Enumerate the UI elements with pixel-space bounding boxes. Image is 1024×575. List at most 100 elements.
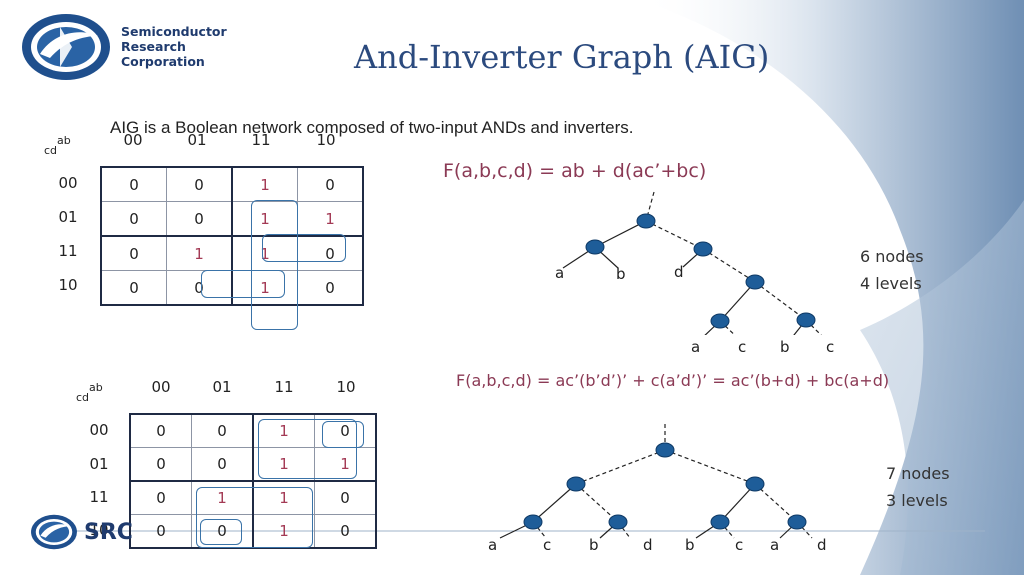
graph1-and-node bbox=[745, 274, 765, 290]
graph1-level-count: 4 levels bbox=[860, 274, 922, 293]
graph2-and-node bbox=[787, 514, 807, 530]
org-line-1: Semiconductor bbox=[121, 24, 227, 39]
kmap2-col-header: 10 bbox=[336, 378, 356, 396]
src-logo-icon bbox=[22, 14, 110, 80]
kmap2-ab-label: ab bbox=[89, 381, 103, 394]
kmap2-cell: 1 bbox=[252, 514, 315, 549]
kmap2-cell: 1 bbox=[252, 480, 315, 515]
footer-org-short: SRC bbox=[84, 520, 133, 545]
kmap2-cell: 1 bbox=[314, 447, 377, 482]
kmap1-cell: 1 bbox=[166, 235, 233, 271]
graph1-leaf-label: b bbox=[616, 265, 626, 283]
kmap2-cell: 0 bbox=[191, 514, 254, 549]
graph2-and-node bbox=[745, 476, 765, 492]
kmap2-cell: 1 bbox=[252, 413, 315, 448]
kmap1-col-header: 01 bbox=[187, 131, 207, 149]
graph2-and-node bbox=[710, 514, 730, 530]
kmap1-cell: 0 bbox=[166, 201, 233, 237]
graph2-level-count: 3 levels bbox=[886, 491, 948, 510]
kmap1-cd-label: cd bbox=[44, 144, 58, 157]
kmap2-row-header: 10 bbox=[89, 521, 109, 539]
footer-logo-icon bbox=[31, 514, 77, 550]
kmap2-cell: 0 bbox=[314, 514, 377, 549]
kmap2-cell: 0 bbox=[129, 480, 192, 515]
kmap1-row-header: 01 bbox=[58, 208, 78, 226]
kmap1-cell: 0 bbox=[100, 235, 167, 271]
graph2-leaf-label: d bbox=[817, 536, 827, 554]
graph2-leaf-label: a bbox=[770, 536, 780, 554]
kmap2-cell: 1 bbox=[252, 447, 315, 482]
graph1-node-count: 6 nodes bbox=[860, 247, 924, 266]
kmap2-cell: 0 bbox=[191, 413, 254, 448]
org-line-3: Corporation bbox=[121, 54, 205, 69]
graph2-node-count: 7 nodes bbox=[886, 464, 950, 483]
kmap1-cell: 0 bbox=[100, 201, 167, 237]
kmap1-cell: 1 bbox=[231, 270, 298, 306]
graph2-and-node bbox=[655, 442, 675, 458]
kmap2-cell: 0 bbox=[314, 480, 377, 515]
graph2-and-node bbox=[608, 514, 628, 530]
kmap2-row-header: 01 bbox=[89, 455, 109, 473]
kmap1-cell: 0 bbox=[297, 235, 364, 271]
kmap2-cell: 0 bbox=[314, 413, 377, 448]
graph1-and-node bbox=[693, 241, 713, 257]
kmap1-cell: 1 bbox=[231, 235, 298, 271]
kmap1-cell: 0 bbox=[166, 270, 233, 306]
org-name: Semiconductor Research Corporation bbox=[121, 24, 227, 69]
graph2-leaf-label: a bbox=[488, 536, 498, 554]
kmap1-cell: 0 bbox=[166, 166, 233, 202]
graph1-equation: F(a,b,c,d) = ab + d(ac’+bc) bbox=[443, 160, 707, 182]
graph1-leaf-label: a bbox=[691, 338, 701, 356]
kmap2-cell: 0 bbox=[191, 447, 254, 482]
graph2-equation: F(a,b,c,d) = ac’(b’d’)’ + c(a’d’)’ = ac’… bbox=[456, 371, 890, 390]
graph1-and-node bbox=[796, 312, 816, 328]
graph1-aig-diagram bbox=[562, 191, 822, 335]
kmap2-table: 0 0 1 0 0 0 1 1 0 1 1 0 0 0 1 0 bbox=[129, 413, 377, 549]
kmap1-ab-label: ab bbox=[57, 134, 71, 147]
graph2-leaf-label: c bbox=[543, 536, 552, 554]
graph2-and-node bbox=[523, 514, 543, 530]
page-subtitle: AIG is a Boolean network composed of two… bbox=[110, 118, 634, 137]
graph1-leaf-label: b bbox=[780, 338, 790, 356]
graph1-leaf-label: c bbox=[738, 338, 747, 356]
kmap1-cell: 1 bbox=[297, 201, 364, 237]
kmap1-cell: 1 bbox=[231, 166, 298, 202]
graph1-stats: 6 nodes 4 levels bbox=[860, 243, 924, 297]
graph2-leaf-label: c bbox=[735, 536, 744, 554]
kmap1-col-header: 11 bbox=[251, 131, 271, 149]
graph1-leaf-label: c bbox=[826, 338, 835, 356]
kmap1-row-header: 11 bbox=[58, 242, 78, 260]
kmap1-table: 0 0 1 0 0 0 1 1 0 1 1 0 0 0 1 0 bbox=[100, 166, 364, 306]
kmap1-row-header: 10 bbox=[58, 276, 78, 294]
graph1-and-node bbox=[636, 213, 656, 229]
kmap2-row-header: 11 bbox=[89, 488, 109, 506]
kmap2-cell: 0 bbox=[129, 413, 192, 448]
kmap2-cell: 1 bbox=[191, 480, 254, 515]
kmap1-col-header: 00 bbox=[123, 131, 143, 149]
kmap1-cell: 0 bbox=[100, 166, 167, 202]
graph2-leaf-label: b bbox=[685, 536, 695, 554]
kmap2-col-header: 01 bbox=[212, 378, 232, 396]
kmap1-col-header: 10 bbox=[316, 131, 336, 149]
graph1-leaf-label: d bbox=[674, 263, 684, 281]
graph2-aig-diagram bbox=[499, 424, 813, 539]
kmap2-row-header: 00 bbox=[89, 421, 109, 439]
graph2-stats: 7 nodes 3 levels bbox=[886, 460, 950, 514]
kmap1-cell: 0 bbox=[297, 270, 364, 306]
kmap2-col-header: 11 bbox=[274, 378, 294, 396]
graph1-and-node bbox=[585, 239, 605, 255]
kmap1-row-header: 00 bbox=[58, 174, 78, 192]
graph2-and-node bbox=[566, 476, 586, 492]
kmap1-cell: 1 bbox=[231, 201, 298, 237]
kmap2-col-header: 00 bbox=[151, 378, 171, 396]
kmap1-cell: 0 bbox=[297, 166, 364, 202]
graph1-leaf-label: a bbox=[555, 264, 565, 282]
kmap2-cd-label: cd bbox=[76, 391, 90, 404]
graph1-and-node bbox=[710, 313, 730, 329]
org-line-2: Research bbox=[121, 39, 186, 54]
graph2-leaf-label: b bbox=[589, 536, 599, 554]
graph2-leaf-label: d bbox=[643, 536, 653, 554]
kmap2-cell: 0 bbox=[129, 447, 192, 482]
page-title: And-Inverter Graph (AIG) bbox=[354, 38, 770, 76]
kmap1-cell: 0 bbox=[100, 270, 167, 306]
